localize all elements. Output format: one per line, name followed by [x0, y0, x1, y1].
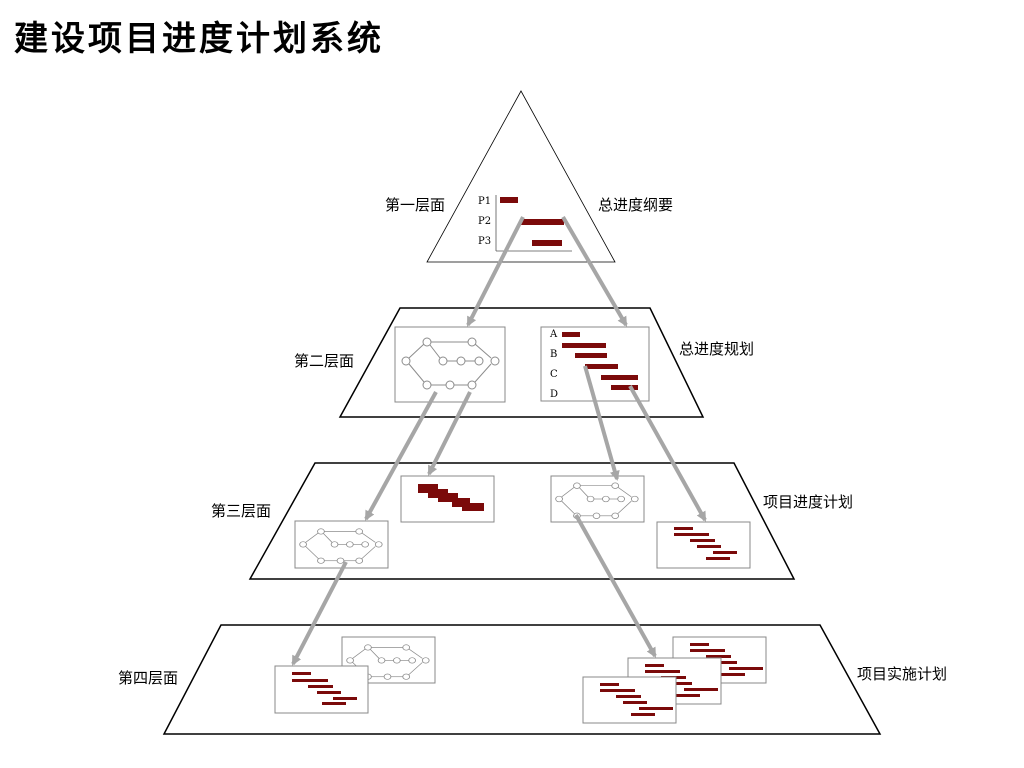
level2-name: 第二层面 — [294, 352, 354, 370]
gantt-bar — [585, 364, 618, 369]
level3-bar-chart — [418, 484, 484, 511]
arrow — [561, 215, 628, 327]
level4-desc: 项目实施计划 — [857, 665, 947, 683]
gantt-row-label: D — [550, 389, 558, 400]
gantt-bar — [520, 219, 564, 225]
arrow — [574, 514, 657, 658]
arrow — [628, 385, 707, 522]
level1-name: 第一层面 — [385, 196, 445, 214]
level4-trapezoid — [162, 624, 882, 735]
arrow — [466, 216, 525, 327]
level3-gantt — [674, 527, 737, 560]
level2-gantt: A B C D — [549, 329, 638, 400]
level1-gantt: P1 P2 P3 — [478, 195, 572, 252]
level2-network-box — [394, 326, 506, 403]
level2-desc: 总进度规划 — [679, 340, 754, 358]
level3-name: 第三层面 — [211, 502, 271, 520]
gantt-row-label: P1 — [478, 196, 491, 207]
gantt-row-label: A — [549, 329, 558, 340]
gantt-row-label: B — [550, 349, 557, 360]
arrow — [583, 365, 620, 481]
level4-gantt-left — [292, 672, 357, 705]
gantt-bar — [500, 197, 518, 203]
arrow — [364, 391, 438, 521]
level4-gantt-front — [600, 683, 673, 716]
level1-triangle — [426, 90, 616, 263]
gantt-bar — [562, 332, 580, 337]
gantt-row-label: C — [550, 369, 558, 380]
level4-gantt-box-front — [582, 676, 677, 724]
gantt-bar — [562, 343, 606, 348]
gantt-row-label: P2 — [478, 216, 491, 227]
gantt-bar — [601, 375, 638, 380]
arrow — [291, 561, 348, 666]
gantt-bar — [611, 385, 638, 390]
gantt-bar — [532, 240, 562, 246]
level3-desc: 项目进度计划 — [763, 493, 853, 511]
gantt-bar — [575, 353, 607, 358]
level1-desc: 总进度纲要 — [598, 196, 673, 214]
page-title: 建设项目进度计划系统 — [14, 19, 384, 59]
level4-name: 第四层面 — [118, 669, 178, 687]
level4-gantt-box-left — [274, 665, 369, 714]
gantt-row-label: P3 — [478, 236, 491, 247]
arrow — [427, 391, 472, 476]
level4-gantt-back — [690, 643, 763, 676]
